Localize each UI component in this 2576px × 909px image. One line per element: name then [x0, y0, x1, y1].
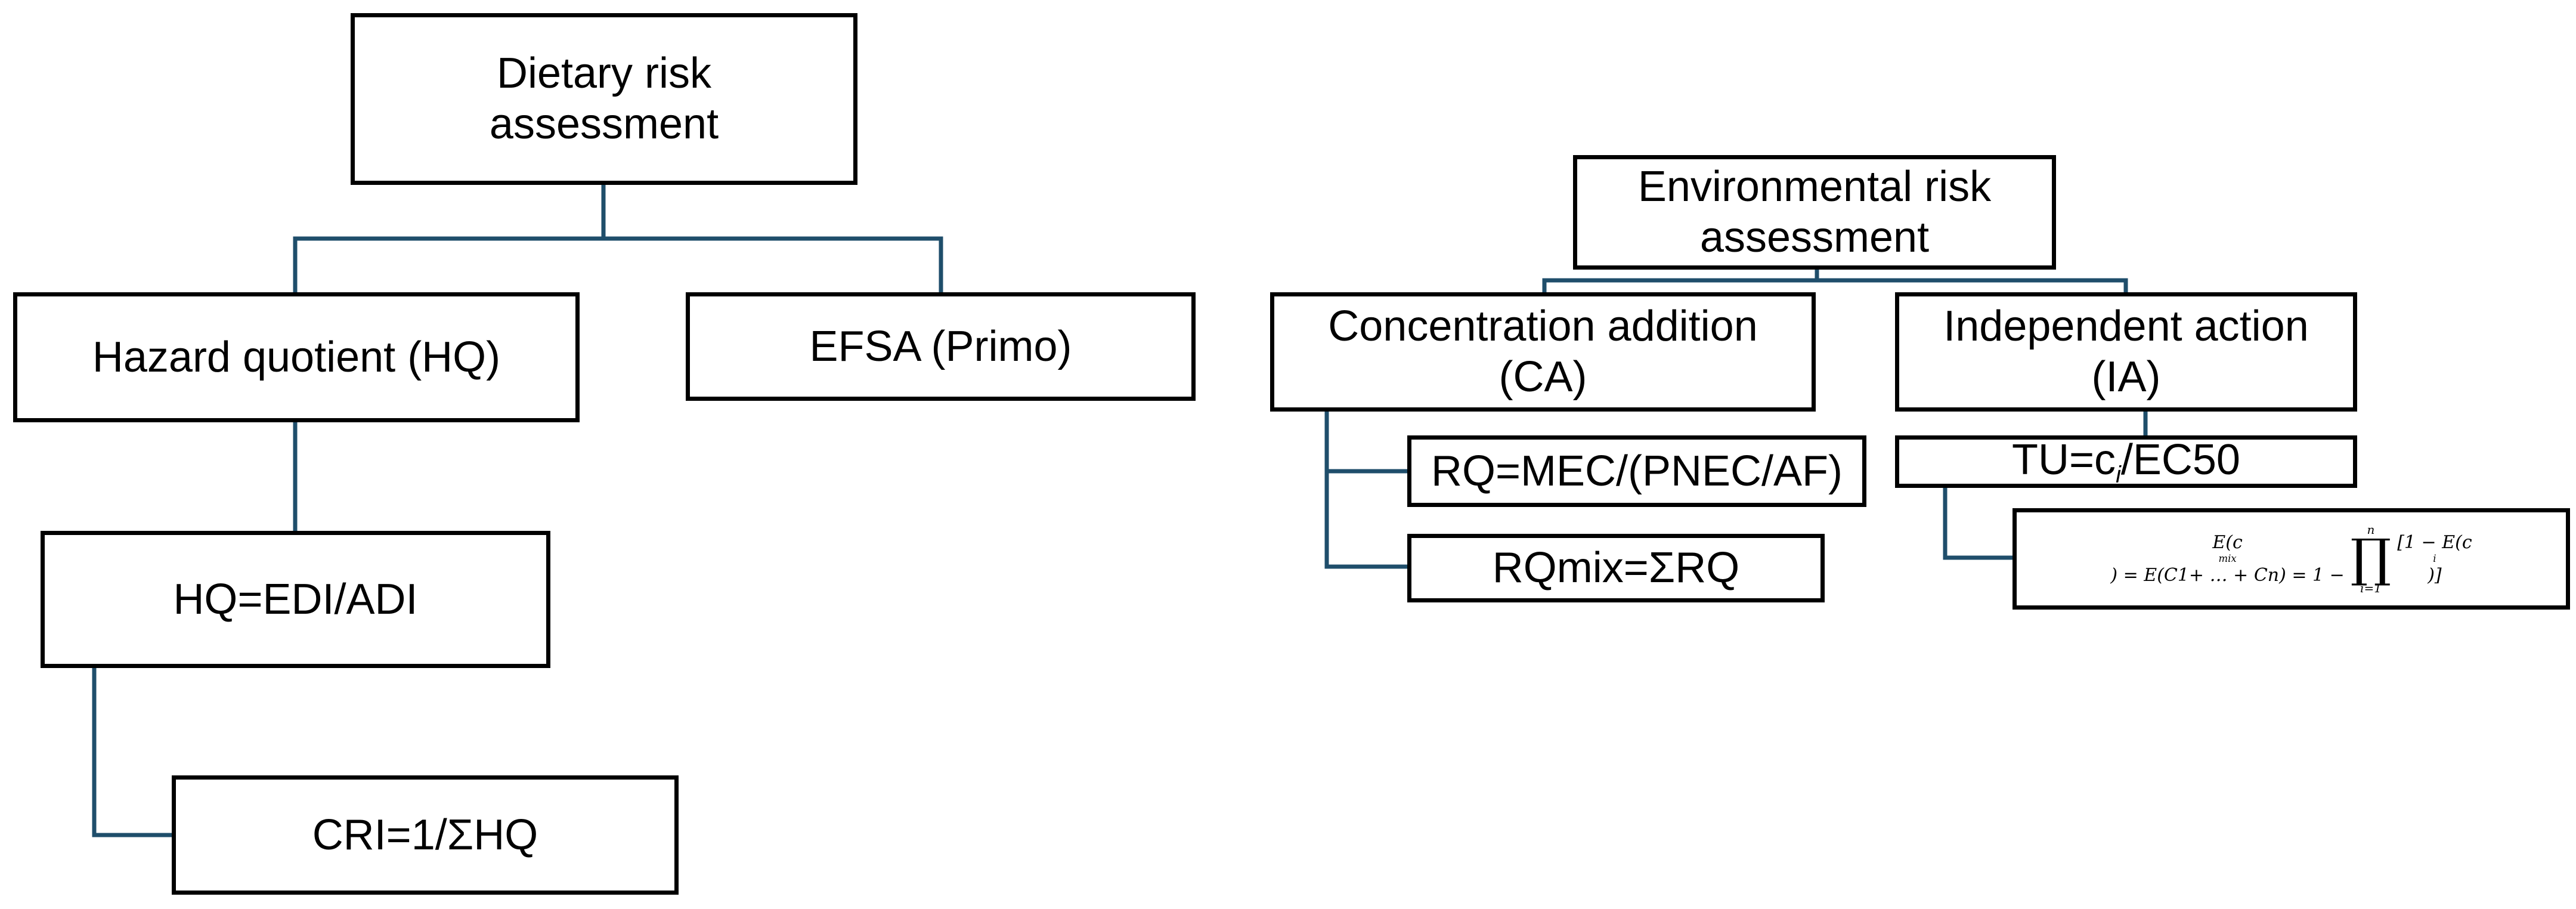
ia-formula-product: n ∏ i=1: [2351, 524, 2391, 593]
connector-tu-to-ia-formula: [1943, 486, 2015, 560]
ia-formula-rhs-subscript: i: [2433, 553, 2436, 565]
hq-formula-box: HQ=EDI/ADI: [41, 531, 550, 668]
dietary-risk-assessment-box: Dietary risk assessment: [351, 13, 857, 185]
efsa-primo-box: EFSA (Primo): [686, 292, 1196, 401]
rq-formula-label: RQ=MEC/(PNEC/AF): [1431, 447, 1843, 495]
ia-formula-product-lower: i=1: [2360, 580, 2382, 595]
independent-action-box: Independent action (IA): [1895, 292, 2357, 412]
concentration-addition-label: Concentration addition (CA): [1328, 302, 1758, 401]
environmental-risk-assessment-box: Environmental risk assessment: [1573, 155, 2056, 270]
hazard-quotient-label: Hazard quotient (HQ): [92, 333, 501, 381]
hazard-quotient-box: Hazard quotient (HQ): [13, 292, 580, 422]
ia-formula-lhs-prefix: E(c: [2212, 531, 2243, 553]
tu-formula-box: TU=ci/EC50: [1895, 435, 2357, 488]
concentration-addition-box: Concentration addition (CA): [1270, 292, 1816, 412]
ia-formula-lhs-subscript: mix: [2218, 553, 2237, 565]
ia-formula-product-symbol: ∏: [2350, 528, 2392, 589]
dietary-risk-assessment-label: Dietary risk assessment: [489, 50, 719, 148]
cri-formula-box: CRI=1/ΣHQ: [172, 775, 679, 895]
ia-formula-rhs-prefix: [1 − E(c: [2397, 531, 2472, 553]
ia-formula-rhs-suffix: )]: [2428, 564, 2442, 586]
rq-formula-box: RQ=MEC/(PNEC/AF): [1407, 435, 1866, 507]
rqmix-formula-label: RQmix=ΣRQ: [1492, 544, 1740, 592]
connector-ca-to-rq: [1324, 409, 1410, 569]
rqmix-formula-box: RQmix=ΣRQ: [1407, 534, 1825, 602]
connector-hq-formula-to-cri: [92, 622, 174, 837]
cri-formula-label: CRI=1/ΣHQ: [312, 811, 538, 859]
tu-formula-subscript: i: [2116, 461, 2121, 488]
independent-action-label: Independent action (IA): [1943, 302, 2309, 401]
ia-formula-lhs-suffix: ) = E(C1+ … + Cn) = 1 −: [2110, 564, 2345, 586]
hq-formula-label: HQ=EDI/ADI: [173, 575, 418, 623]
efsa-primo-label: EFSA (Primo): [809, 322, 1072, 370]
tu-formula-prefix: TU=c: [2012, 435, 2116, 484]
tu-formula-suffix: /EC50: [2120, 435, 2240, 484]
ia-formula-product-upper: n: [2367, 522, 2375, 537]
tu-formula-label: TU=ci/EC50: [2012, 435, 2240, 489]
environmental-risk-assessment-label: Environmental risk assessment: [1637, 163, 1992, 261]
